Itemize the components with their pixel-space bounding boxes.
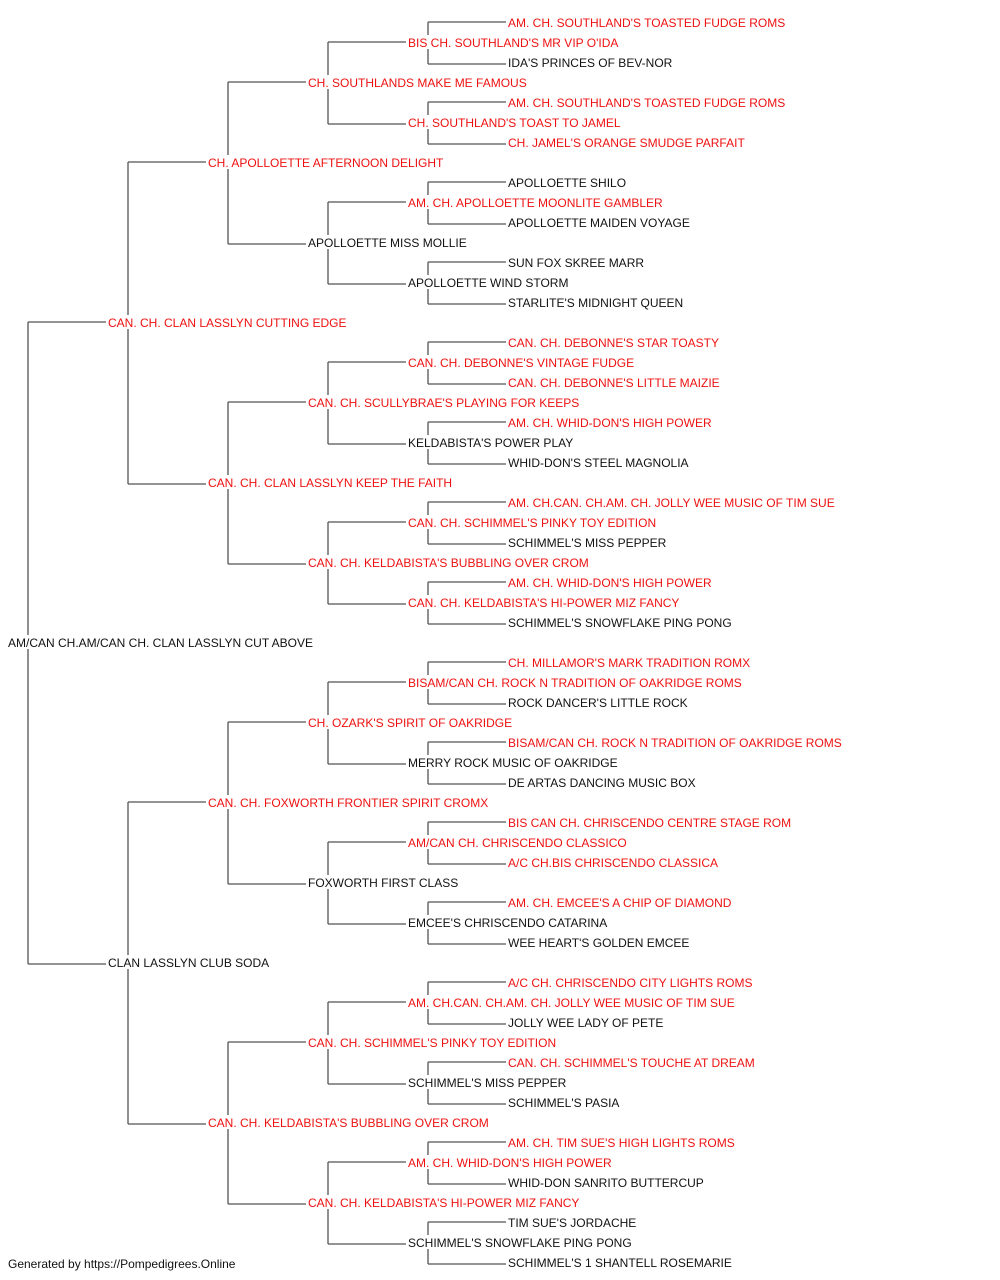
ancestor-name-dam-sire-dam-dam: EMCEE'S CHRISCENDO CATARINA — [408, 916, 607, 930]
ancestor-name-sire-dam: CAN. CH. CLAN LASSLYN KEEP THE FAITH — [208, 476, 452, 490]
ancestor-name-sire-sire-sire-sire: BIS CH. SOUTHLAND'S MR VIP O'IDA — [408, 36, 618, 50]
ancestor-name-sire-sire: CH. APOLLOETTE AFTERNOON DELIGHT — [208, 156, 444, 170]
ancestor-name-sire-sire-sire-dam: CH. SOUTHLAND'S TOAST TO JAMEL — [408, 116, 621, 130]
ancestor-name-sire-sire-dam: APOLLOETTE MISS MOLLIE — [308, 236, 467, 250]
ancestor-name-dam-sire-sire-dam-sire: BISAM/CAN CH. ROCK N TRADITION OF OAKRID… — [508, 736, 842, 750]
ancestor-name-sire-sire-dam-dam-sire: SUN FOX SKREE MARR — [508, 256, 644, 270]
ancestor-name-dam-sire-dam-dam-dam: WEE HEART'S GOLDEN EMCEE — [508, 936, 689, 950]
ancestor-name-sire-dam-dam-sire: CAN. CH. SCHIMMEL'S PINKY TOY EDITION — [408, 516, 656, 530]
ancestor-name-dam-sire-dam: FOXWORTH FIRST CLASS — [308, 876, 458, 890]
ancestor-name-dam-dam-sire-sire-dam: JOLLY WEE LADY OF PETE — [508, 1016, 663, 1030]
ancestor-name-sire-dam-sire-dam-dam: WHID-DON'S STEEL MAGNOLIA — [508, 456, 689, 470]
ancestor-name-dam-sire: CAN. CH. FOXWORTH FRONTIER SPIRIT CROMX — [208, 796, 488, 810]
ancestor-name-dam-dam-sire-dam-dam: SCHIMMEL'S PASIA — [508, 1096, 619, 1110]
ancestor-name-sire-dam-dam-sire-sire: AM. CH.CAN. CH.AM. CH. JOLLY WEE MUSIC O… — [508, 496, 835, 510]
ancestor-name-dam-dam-sire: CAN. CH. SCHIMMEL'S PINKY TOY EDITION — [308, 1036, 556, 1050]
ancestor-name-sire-sire-sire-dam-sire: AM. CH. SOUTHLAND'S TOASTED FUDGE ROMS — [508, 96, 785, 110]
ancestor-name-dam-sire-sire-dam-dam: DE ARTAS DANCING MUSIC BOX — [508, 776, 696, 790]
ancestor-name-dam-sire-dam-sire: AM/CAN CH. CHRISCENDO CLASSICO — [408, 836, 627, 850]
connector-lines — [27, 21, 506, 1265]
ancestor-name-dam-sire-dam-sire-sire: BIS CAN CH. CHRISCENDO CENTRE STAGE ROM — [508, 816, 791, 830]
ancestor-name-dam-dam-dam-dam-dam: SCHIMMEL'S 1 SHANTELL ROSEMARIE — [508, 1256, 732, 1270]
ancestor-name-sire-sire-dam-sire-sire: APOLLOETTE SHILO — [508, 176, 626, 190]
ancestor-name-dam-sire-sire-dam: MERRY ROCK MUSIC OF OAKRIDGE — [408, 756, 618, 770]
ancestor-name-dam-dam: CAN. CH. KELDABISTA'S BUBBLING OVER CROM — [208, 1116, 489, 1130]
ancestor-name-sire-dam-sire: CAN. CH. SCULLYBRAE'S PLAYING FOR KEEPS — [308, 396, 579, 410]
ancestor-name-sire-dam-dam-sire-dam: SCHIMMEL'S MISS PEPPER — [508, 536, 667, 550]
ancestor-name-sire-sire-sire-sire-dam: IDA'S PRINCES OF BEV-NOR — [508, 56, 673, 70]
ancestor-name-dam-dam-sire-dam: SCHIMMEL'S MISS PEPPER — [408, 1076, 567, 1090]
ancestor-name-sire-sire-dam-sire-dam: APOLLOETTE MAIDEN VOYAGE — [508, 216, 690, 230]
ancestor-name-dam-dam-dam: CAN. CH. KELDABISTA'S HI-POWER MIZ FANCY — [308, 1196, 579, 1210]
ancestor-name-dam-sire-dam-sire-dam: A/C CH.BIS CHRISCENDO CLASSICA — [508, 856, 718, 870]
ancestor-name-sire-sire-dam-dam: APOLLOETTE WIND STORM — [408, 276, 568, 290]
ancestor-name-dam-dam-dam-sire: AM. CH. WHID-DON'S HIGH POWER — [408, 1156, 612, 1170]
ancestor-name-sire-dam-dam-dam: CAN. CH. KELDABISTA'S HI-POWER MIZ FANCY — [408, 596, 679, 610]
ancestor-name-sire-dam-dam: CAN. CH. KELDABISTA'S BUBBLING OVER CROM — [308, 556, 589, 570]
ancestor-name-sire-sire-dam-dam-dam: STARLITE'S MIDNIGHT QUEEN — [508, 296, 683, 310]
ancestor-name-dam-sire-sire-sire: BISAM/CAN CH. ROCK N TRADITION OF OAKRID… — [408, 676, 742, 690]
ancestor-name-sire: CAN. CH. CLAN LASSLYN CUTTING EDGE — [108, 316, 347, 330]
ancestor-name-sire-dam-sire-sire-sire: CAN. CH. DEBONNE'S STAR TOASTY — [508, 336, 719, 350]
ancestor-name-sire-dam-dam-dam-dam: SCHIMMEL'S SNOWFLAKE PING PONG — [508, 616, 732, 630]
ancestor-name-dam: CLAN LASSLYN CLUB SODA — [108, 956, 269, 970]
ancestor-name-dam-dam-sire-dam-sire: CAN. CH. SCHIMMEL'S TOUCHE AT DREAM — [508, 1056, 755, 1070]
ancestor-name-dam-sire-sire-sire-dam: ROCK DANCER'S LITTLE ROCK — [508, 696, 688, 710]
ancestor-name-dam-dam-dam-sire-dam: WHID-DON SANRITO BUTTERCUP — [508, 1176, 704, 1190]
ancestor-name-sire-sire-dam-sire: AM. CH. APOLLOETTE MOONLITE GAMBLER — [408, 196, 663, 210]
ancestor-name-dam-sire-sire: CH. OZARK'S SPIRIT OF OAKRIDGE — [308, 716, 512, 730]
ancestor-name-dam-dam-sire-sire: AM. CH.CAN. CH.AM. CH. JOLLY WEE MUSIC O… — [408, 996, 735, 1010]
ancestor-name-sire-dam-sire-sire: CAN. CH. DEBONNE'S VINTAGE FUDGE — [408, 356, 634, 370]
ancestor-name-dam-dam-sire-sire-sire: A/C CH. CHRISCENDO CITY LIGHTS ROMS — [508, 976, 752, 990]
ancestor-name-subject: AM/CAN CH.AM/CAN CH. CLAN LASSLYN CUT AB… — [8, 636, 313, 650]
ancestor-name-sire-dam-sire-sire-dam: CAN. CH. DEBONNE'S LITTLE MAIZIE — [508, 376, 720, 390]
ancestor-name-dam-dam-dam-dam: SCHIMMEL'S SNOWFLAKE PING PONG — [408, 1236, 632, 1250]
ancestor-name-dam-dam-dam-dam-sire: TIM SUE'S JORDACHE — [508, 1216, 636, 1230]
ancestor-name-dam-sire-sire-sire-sire: CH. MILLAMOR'S MARK TRADITION ROMX — [508, 656, 750, 670]
ancestor-name-dam-dam-dam-sire-sire: AM. CH. TIM SUE'S HIGH LIGHTS ROMS — [508, 1136, 735, 1150]
ancestor-name-sire-sire-sire-dam-dam: CH. JAMEL'S ORANGE SMUDGE PARFAIT — [508, 136, 745, 150]
ancestor-name-dam-sire-dam-dam-sire: AM. CH. EMCEE'S A CHIP OF DIAMOND — [508, 896, 732, 910]
ancestor-labels: AM/CAN CH.AM/CAN CH. CLAN LASSLYN CUT AB… — [8, 16, 842, 1270]
generated-by-footer: Generated by https://Pompedigrees.Online — [8, 1257, 236, 1271]
ancestor-name-sire-sire-sire: CH. SOUTHLANDS MAKE ME FAMOUS — [308, 76, 527, 90]
ancestor-name-sire-dam-sire-dam-sire: AM. CH. WHID-DON'S HIGH POWER — [508, 416, 712, 430]
ancestor-name-sire-dam-sire-dam: KELDABISTA'S POWER PLAY — [408, 436, 573, 450]
ancestor-name-sire-sire-sire-sire-sire: AM. CH. SOUTHLAND'S TOASTED FUDGE ROMS — [508, 16, 785, 30]
ancestor-name-sire-dam-dam-dam-sire: AM. CH. WHID-DON'S HIGH POWER — [508, 576, 712, 590]
